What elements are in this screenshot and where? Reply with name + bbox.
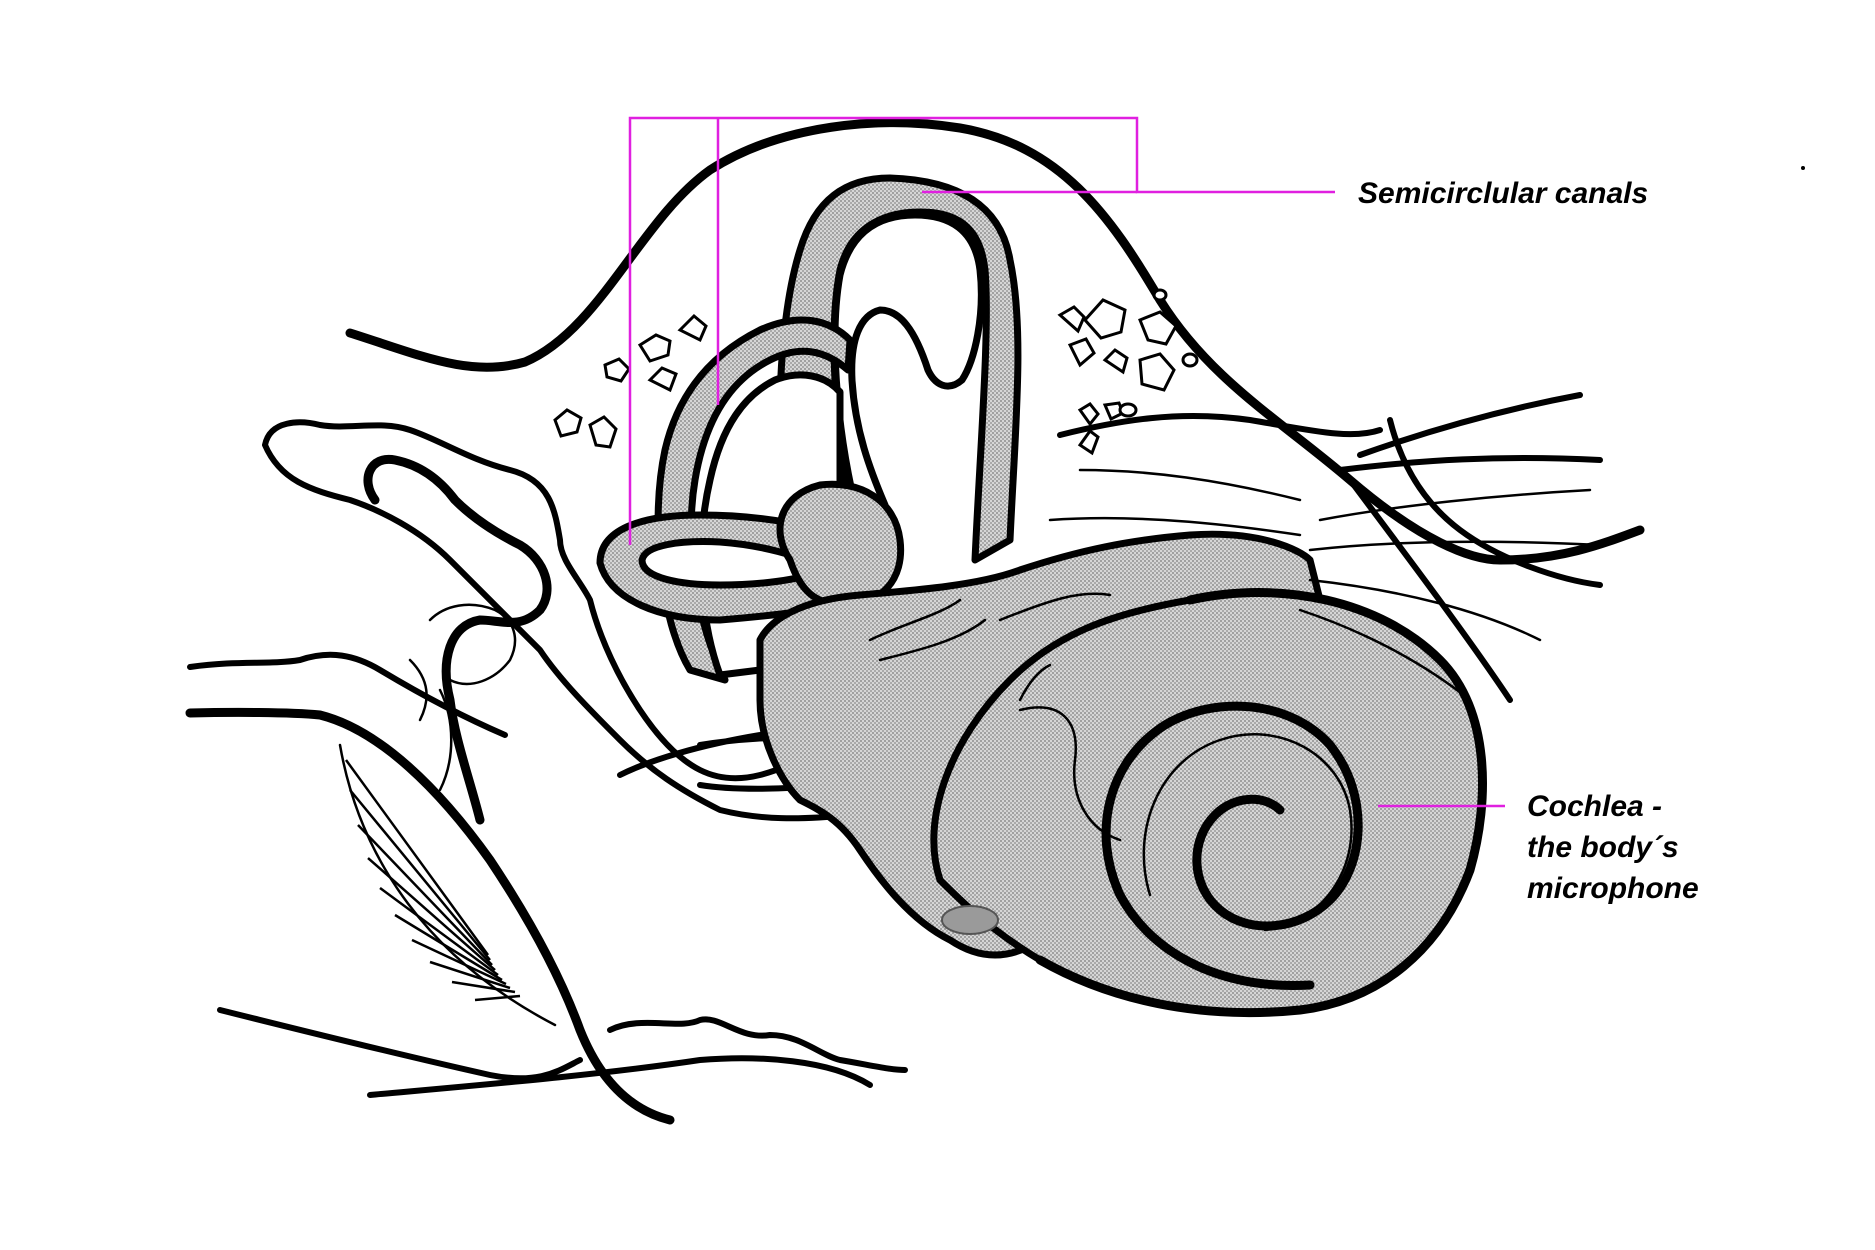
round-window [941,905,999,935]
vestibule-detail [868,592,1112,702]
ear-canal-base-left [217,1007,583,1082]
cochlea-label-line-2: the body´s [1527,831,1679,864]
semicircular-canals [596,174,1022,684]
cochlea-spiral-outer [1101,701,1363,991]
cochlea-outline [1035,588,1487,1018]
mastoid-air-cells [553,288,1199,456]
incus [428,603,517,686]
temporal-bone-outline [345,118,1645,565]
incus-detail [408,658,453,792]
jaw-ridge [607,1016,908,1073]
eardrum [338,743,557,1027]
skull-base-bottom [367,1055,873,1098]
malleus [363,454,552,825]
cochlea-label-line-1: Cochlea - [1527,790,1662,823]
semicircular-canals-leader [628,116,1335,545]
stray-dot [1801,166,1805,170]
semicircular-canals-label: Semicirclular canals [1358,177,1648,210]
cochlea-spiral-inner [1142,733,1353,932]
auditory-nerve [1048,392,1603,702]
cochlea-label-line-3: microphone [1527,872,1699,905]
saccule-edge [1018,706,1122,842]
ear-canal-lower [185,707,675,1125]
